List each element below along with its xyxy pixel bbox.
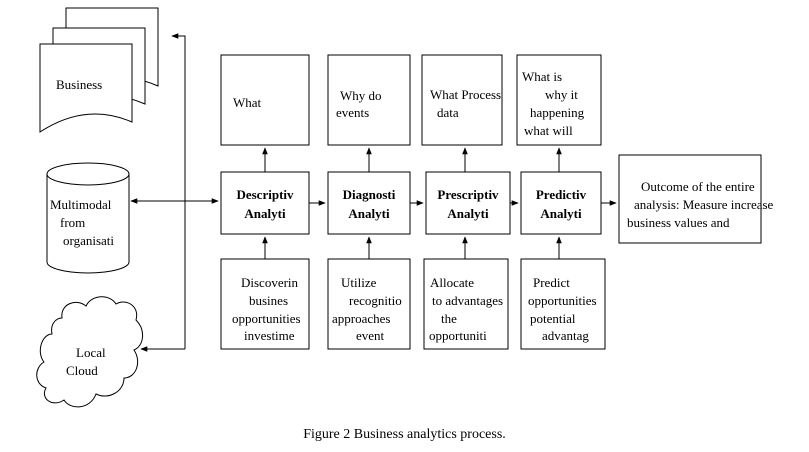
action-predictive-line-4: advantag: [542, 328, 589, 343]
stage-predictive-line-2: Analyti: [540, 206, 582, 221]
business-label: Business: [56, 77, 103, 92]
action-diagnostic-line-3: approaches: [332, 311, 391, 326]
question-predictive-line-3: happening: [530, 105, 585, 120]
stage-diagnostic-line-2: Analyti: [348, 206, 390, 221]
cloud-label-1: Local: [76, 345, 106, 360]
action-box-prescriptive: [423, 258, 509, 350]
outcome-box: [618, 154, 762, 244]
action-box-descriptive: [220, 258, 310, 350]
action-descriptive-line-4: investime: [244, 328, 295, 343]
stage-box-diagnostic: [327, 171, 411, 235]
outcome-line-2: analysis: Measure increase: [634, 197, 774, 212]
cloud-shape: [36, 296, 143, 408]
stage-prescriptive-line-2: Analyti: [447, 206, 489, 221]
action-prescriptive-line-3: the: [441, 311, 457, 326]
connector-documents: [171, 33, 186, 199]
question-box-diagnostic: [327, 54, 411, 146]
action-descriptive-line-2: busines: [249, 293, 288, 308]
action-prescriptive-line-2: to advantages: [432, 293, 504, 308]
multimodal-label-2: from: [60, 215, 86, 230]
action-descriptive-line-1: Discoverin: [241, 275, 299, 290]
question-descriptive-line-1: What: [233, 95, 262, 110]
stage-predictive-line-1: Predictiv: [535, 187, 587, 202]
stage-descriptive-line-2: Analyti: [244, 206, 286, 221]
action-diagnostic-line-4: event: [356, 328, 385, 343]
stage-diagnostic-line-1: Diagnosti: [342, 187, 396, 202]
outcome-line-3: business values and: [627, 215, 730, 230]
question-prescriptive-line-1: What Process: [430, 87, 502, 102]
multimodal-label-1: Multimodal: [50, 197, 112, 212]
document-front: [39, 43, 133, 133]
stage-box-predictive: [520, 171, 602, 235]
question-prescriptive-line-2: data: [437, 105, 459, 120]
action-descriptive-line-3: opportunities: [232, 311, 301, 326]
stage-box-descriptive: [220, 171, 310, 235]
action-predictive-line-1: Predict: [533, 275, 570, 290]
question-diagnostic-line-1: Why do: [340, 88, 382, 103]
action-prescriptive-line-1: Allocate: [430, 275, 475, 290]
outcome-line-1: Outcome of the entire: [641, 179, 755, 194]
cloud-label-2: Cloud: [66, 363, 98, 378]
question-predictive-line-4: what will: [524, 123, 573, 138]
multimodal-label-3: organisati: [63, 233, 115, 248]
action-diagnostic-line-2: recognitio: [349, 293, 402, 308]
question-predictive-line-2: why it: [545, 87, 578, 102]
database-cylinder: [46, 162, 130, 274]
question-diagnostic-line-2: events: [336, 105, 370, 120]
action-prescriptive-line-4: opportuniti: [429, 328, 487, 343]
question-predictive-line-1: What is: [522, 69, 563, 84]
question-box-descriptive: [220, 54, 310, 146]
stage-prescriptive-line-1: Prescriptiv: [437, 187, 499, 202]
stage-descriptive-line-1: Descriptiv: [236, 187, 294, 202]
action-box-predictive: [520, 258, 606, 350]
action-box-diagnostic: [327, 258, 411, 350]
action-predictive-line-3: potential: [530, 311, 576, 326]
action-predictive-line-2: opportunities: [528, 293, 597, 308]
figure-caption: Figure 2 Business analytics process.: [303, 427, 506, 442]
action-diagnostic-line-1: Utilize: [341, 275, 377, 290]
question-box-predictive: [516, 54, 602, 146]
question-box-prescriptive: [421, 54, 503, 146]
